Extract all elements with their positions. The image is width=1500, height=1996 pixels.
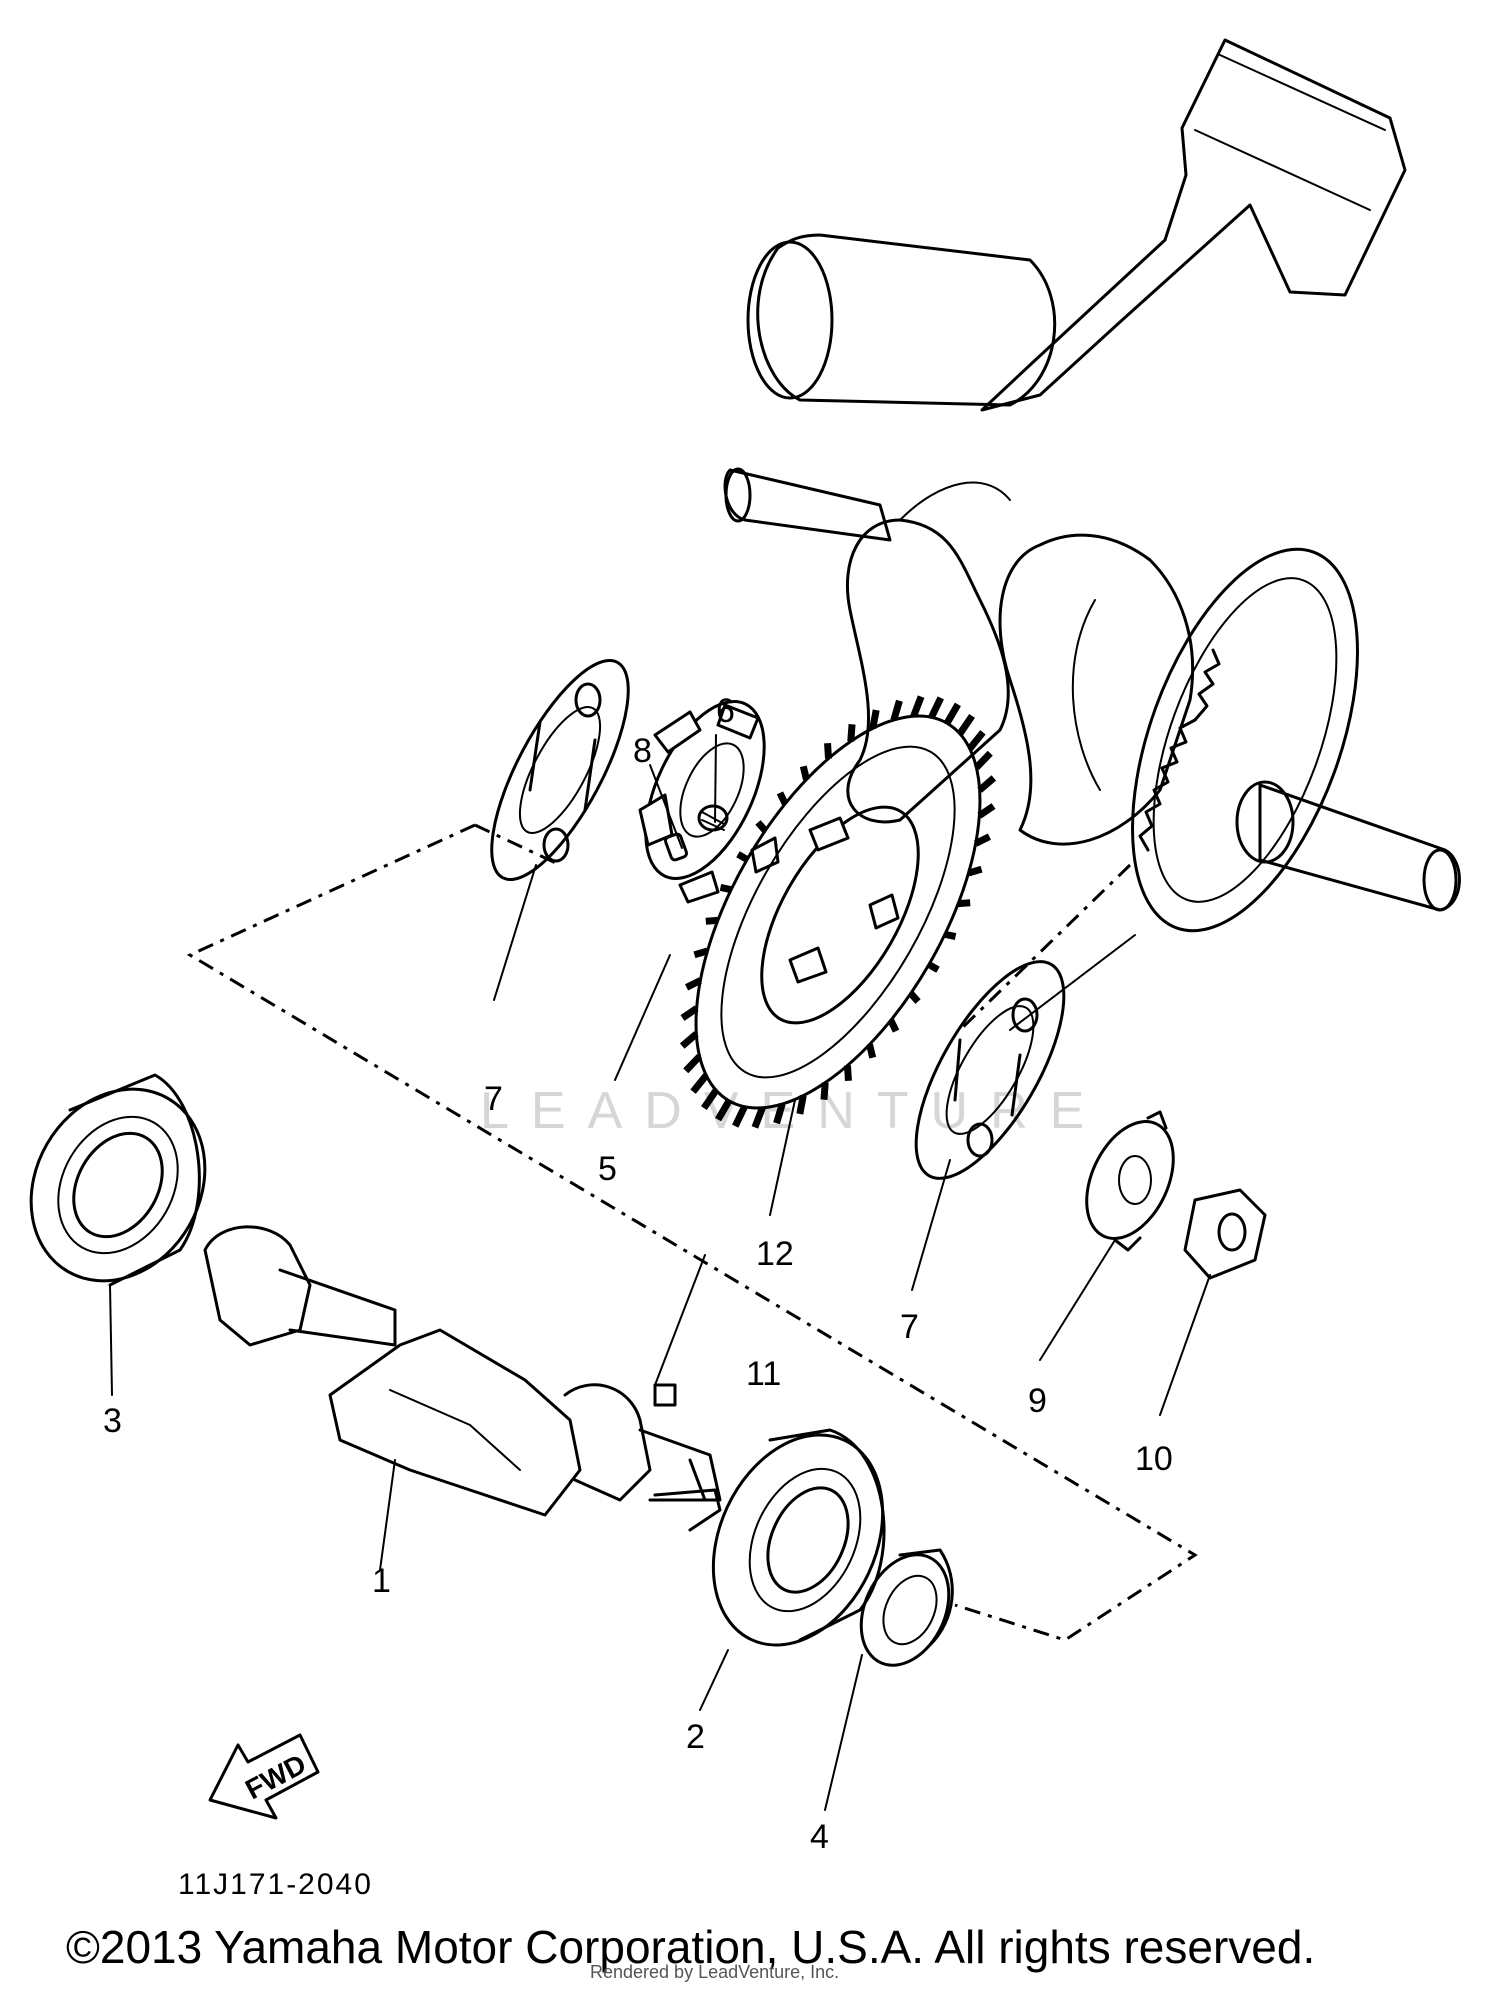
gear-tooth — [847, 724, 856, 742]
callout-6: 6 — [716, 692, 735, 730]
part-7-plate-upper — [490, 658, 630, 882]
rendered-by-note: Rendered by LeadVenture, Inc. — [590, 1962, 840, 1982]
gear-tooth — [844, 1065, 852, 1082]
callout-5: 5 — [598, 1150, 617, 1188]
callout-8: 8 — [633, 732, 652, 770]
callout-3: 3 — [103, 1402, 122, 1440]
gear-tooth — [679, 1031, 699, 1049]
callout-2: 2 — [686, 1718, 705, 1756]
part-9-lock-washer — [1085, 1110, 1175, 1252]
gear-tooth — [773, 1103, 786, 1125]
callout-10: 10 — [1135, 1440, 1173, 1478]
gear-tooth — [701, 1088, 720, 1111]
gear-tooth — [685, 977, 702, 991]
copyright-notice: ©2013 Yamaha Motor Corporation, U.S.A. A… — [66, 1921, 1316, 1973]
gear-tooth — [755, 820, 768, 833]
gear-tooth — [890, 699, 903, 721]
gear-tooth — [820, 1082, 829, 1100]
gear-tooth — [943, 702, 961, 725]
gear-tooth — [736, 851, 749, 863]
part-10-nut — [1183, 1188, 1267, 1280]
callout-9: 9 — [1028, 1382, 1047, 1420]
gear-tooth — [957, 899, 971, 908]
part-3-bearing — [29, 1073, 207, 1287]
gear-tooth — [776, 791, 789, 806]
gear-tooth — [866, 1043, 877, 1059]
gear-tooth — [977, 775, 997, 793]
crankshaft-assembly — [723, 38, 1461, 933]
gear-tooth — [908, 991, 921, 1004]
callout-7-upper: 7 — [484, 1080, 503, 1118]
gear-tooth — [824, 742, 832, 759]
gear-tooth — [715, 1099, 733, 1122]
part-6-spring — [697, 804, 729, 832]
callout-1: 1 — [372, 1562, 391, 1600]
part-7-plate-lower — [914, 960, 1066, 1180]
part-4-oil-seal — [859, 1548, 954, 1667]
gear-tooth — [693, 947, 709, 959]
callout-11: 11 — [746, 1355, 781, 1393]
gear-tooth — [956, 713, 975, 736]
part-5-hub — [638, 700, 780, 904]
gear-tooth — [967, 730, 986, 751]
part-2-bearing — [711, 1428, 886, 1647]
gear-tooth — [796, 1094, 807, 1115]
gear-tooth — [680, 1005, 699, 1021]
gear-tooth — [967, 865, 983, 877]
gear-tooth — [683, 1053, 703, 1074]
gear-tooth — [973, 750, 993, 771]
part-12-gear — [679, 695, 997, 1129]
callout-4: 4 — [810, 1818, 829, 1856]
fwd-arrow-icon: FWD — [208, 1733, 320, 1820]
gear-tooth — [799, 765, 810, 781]
part-8-pin — [664, 832, 688, 862]
callout-7-lower: 7 — [900, 1308, 919, 1346]
gear-tooth — [977, 803, 996, 819]
diagram-code: 11J171-2040 — [178, 1868, 373, 1901]
gear-tooth — [927, 961, 940, 973]
gear-tooth — [719, 884, 732, 894]
gear-tooth — [910, 695, 925, 718]
gear-tooth — [928, 696, 944, 719]
callout-12: 12 — [756, 1235, 794, 1273]
gear-tooth — [869, 709, 880, 730]
part-11-key — [653, 1383, 677, 1407]
gear-tooth — [690, 1073, 709, 1094]
assembly-outline — [186, 823, 1198, 1642]
gear-tooth — [944, 930, 957, 940]
gear-tooth — [751, 1106, 766, 1129]
leader-lines — [109, 734, 1211, 1811]
gear-tooth — [732, 1105, 748, 1128]
gear-tooth — [705, 916, 719, 925]
gear-tooth — [974, 833, 991, 847]
part-1-balancer-shaft — [203, 1225, 722, 1532]
gear-tooth — [887, 1018, 900, 1033]
